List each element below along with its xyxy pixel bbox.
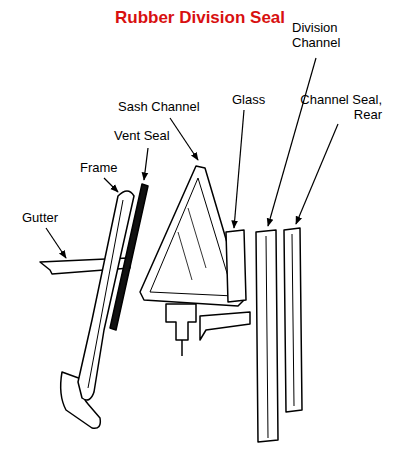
leader-line	[234, 110, 244, 228]
part-label: Frame	[80, 160, 130, 175]
vent-glass	[150, 178, 234, 296]
vent-seal	[110, 184, 148, 330]
part-label: Vent Seal	[114, 128, 186, 143]
part-label: Sash Channel	[118, 99, 213, 114]
lower-pivot	[166, 304, 196, 340]
leader-line	[104, 178, 118, 192]
glass-run	[226, 230, 246, 302]
leader-line	[144, 148, 148, 180]
leader-line	[296, 124, 338, 224]
division-bracket	[200, 312, 250, 340]
leader-line	[46, 228, 66, 258]
division-channel	[256, 230, 278, 442]
diagram-title: Rubber Division Seal	[0, 8, 400, 28]
leader-line	[170, 118, 198, 160]
leader-line	[268, 58, 316, 226]
frame	[78, 191, 134, 400]
part-label: Division Channel	[292, 20, 354, 50]
rear-channel-seal	[284, 228, 302, 412]
part-label: Channel Seal, Rear	[290, 92, 382, 122]
part-label: Glass	[232, 92, 282, 107]
part-label: Gutter	[22, 210, 72, 225]
